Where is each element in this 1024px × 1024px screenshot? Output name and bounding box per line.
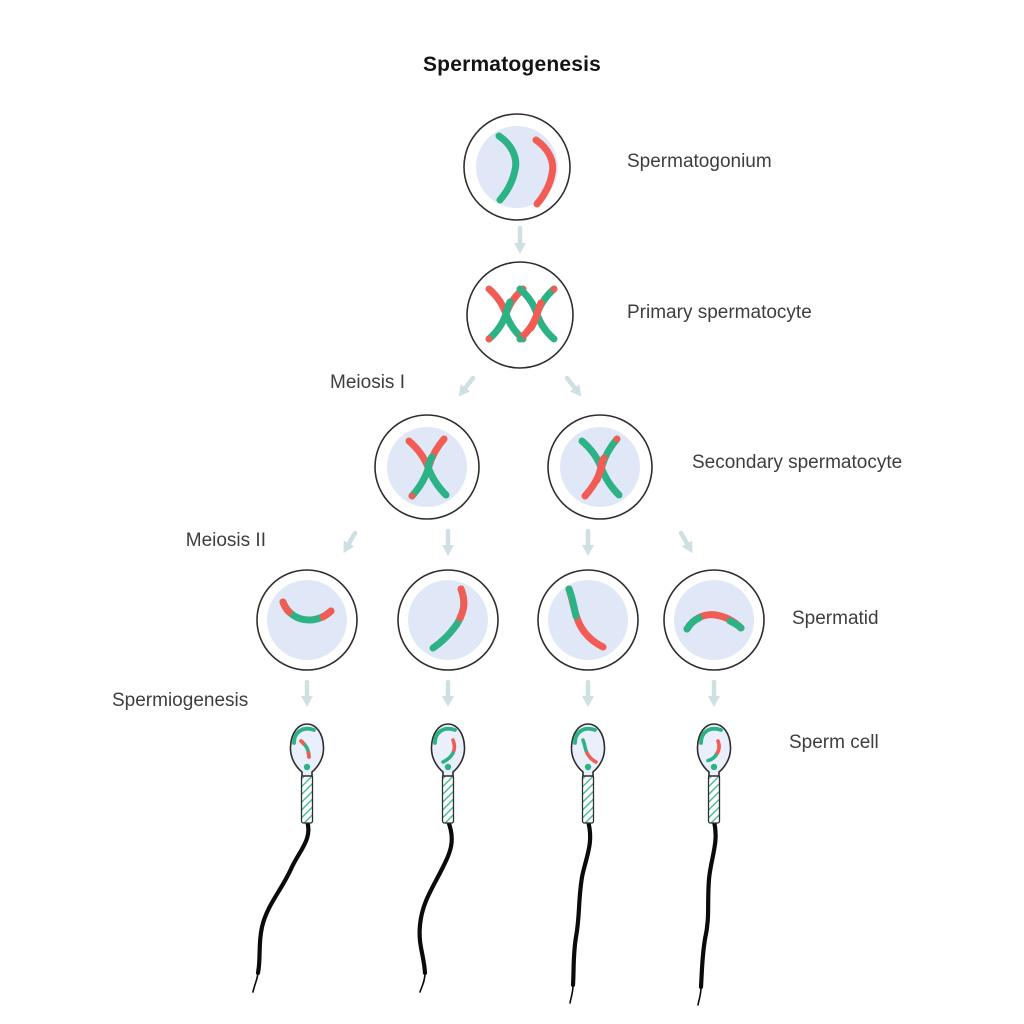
centriole-dot [303,763,311,771]
secondary-spermatocyte-label: Secondary spermatocyte [692,452,903,473]
meiosis2-arrow-1 [343,530,358,554]
sperm-cell-2 [417,723,466,993]
secondary-spermatocyte-cell-left [374,414,480,520]
meiosis1-arrow-left [458,375,476,397]
centriole-dot [584,763,592,771]
chromosome-green [495,132,520,204]
sperm-midpiece [441,774,455,824]
sperm-cell-4 [696,723,732,1006]
spermatid-cell-2 [397,569,499,671]
meiosis-2-label: Meiosis II [185,530,266,551]
sperm-head [696,723,732,777]
acrosome [699,726,723,745]
meiosis2-arrow-4 [678,530,693,554]
diagram-title: Spermatogenesis [422,53,602,76]
nucleus [408,580,488,660]
spermatid-cell-4 [663,569,765,671]
chromosome-red [532,136,557,208]
spermatid-cell-1 [256,569,358,671]
acrosome [573,726,597,745]
sperm-midpiece [707,774,721,824]
acrosome [433,726,457,745]
centriole-dot [444,763,452,771]
sperm-midpiece [300,774,314,824]
sperm-tail [417,818,454,976]
sperm-tail [570,818,593,988]
spermatogonium-cell [463,113,571,221]
spermatogonium-label: Spermatogonium [627,151,772,172]
nucleus [548,580,628,660]
sperm-tail [255,818,311,976]
sperm-midpiece [581,774,595,824]
acrosome [292,726,316,745]
spermatid-cell-3 [537,569,639,671]
meiosis-1-label: Meiosis I [330,372,405,393]
sperm-head [430,723,466,777]
sperm-cell-label: Sperm cell [789,732,879,753]
primary-spermatocyte-cell [466,261,574,369]
spermiogenesis-label: Spermiogenesis [112,690,249,711]
sperm-cell-1 [252,723,325,993]
meiosis1-arrow-right [564,375,582,397]
spermatid-label: Spermatid [792,608,879,629]
sperm-cell-3 [569,723,606,1004]
centriole-dot [710,763,718,771]
nucleus [674,580,754,660]
secondary-spermatocyte-cell-right [547,414,653,520]
sperm-tail [698,818,718,990]
primary-spermatocyte-label: Primary spermatocyte [627,302,812,323]
